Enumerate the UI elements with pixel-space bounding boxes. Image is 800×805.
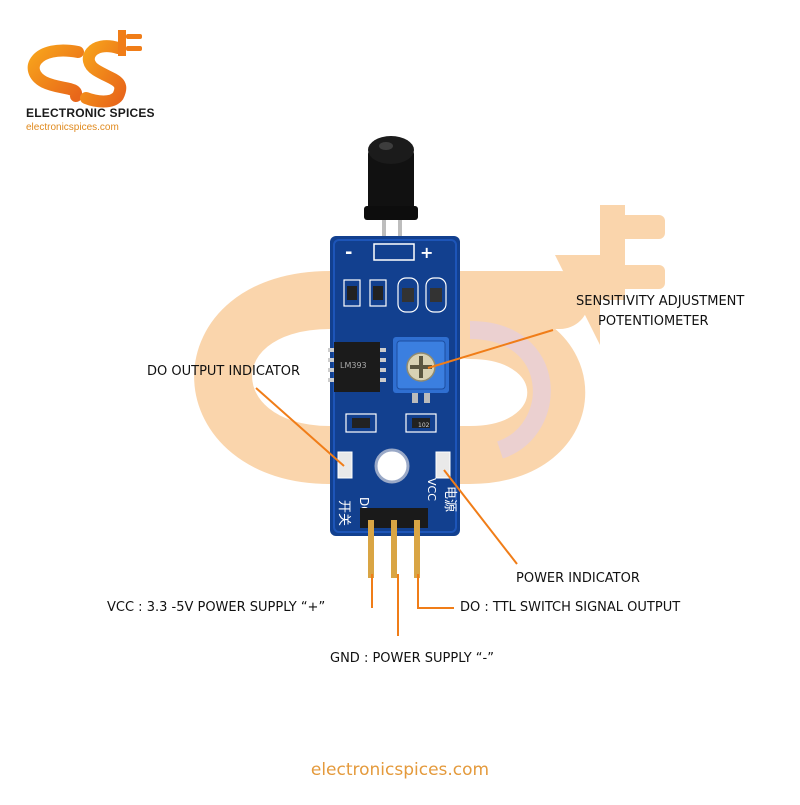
brand-name: ELECTRONIC SPICES bbox=[26, 106, 155, 120]
do-callout-line bbox=[417, 574, 454, 609]
power-indicator-label: POWER INDICATOR bbox=[516, 571, 640, 586]
switch-chinese-label: 开关 bbox=[336, 500, 351, 526]
do-indicator-callout-line bbox=[255, 387, 345, 467]
vcc-silk-label: VCC bbox=[425, 478, 438, 501]
do-output-indicator-label: DO OUTPUT INDICATOR bbox=[147, 364, 301, 379]
middle-resistors: 102 bbox=[345, 413, 437, 433]
power-indicator-callout-line bbox=[443, 469, 518, 565]
power-led bbox=[435, 451, 451, 479]
gnd-pin-label: GND : POWER SUPPLY “-” bbox=[330, 651, 494, 666]
brand-url: electronicspices.com bbox=[26, 122, 119, 133]
mounting-hole bbox=[374, 448, 410, 484]
comparator-chip: LM393 bbox=[328, 342, 386, 392]
sensitivity-label-line2: POTENTIOMETER bbox=[598, 314, 709, 329]
minus-mark: - bbox=[345, 242, 352, 263]
vcc-pin-label: VCC : 3.3 -5V POWER SUPPLY “+” bbox=[107, 600, 326, 615]
smd-resistors bbox=[343, 277, 447, 313]
chip-label: LM393 bbox=[340, 361, 367, 370]
brand-logo: ES bbox=[27, 30, 142, 108]
watermark-logo bbox=[194, 205, 665, 484]
do-pin-label: DO : TTL SWITCH SIGNAL OUTPUT bbox=[460, 600, 681, 615]
potentiometer bbox=[393, 337, 449, 403]
sensitivity-callout-line bbox=[427, 329, 554, 369]
plus-mark: + bbox=[420, 243, 433, 262]
do-output-led bbox=[337, 451, 353, 479]
footer-url: electronicspices.com bbox=[310, 760, 490, 780]
callout-lines bbox=[255, 329, 554, 636]
ir-receiver-led bbox=[364, 136, 418, 252]
resistor-code: 102 bbox=[418, 422, 430, 429]
sensitivity-label-line1: SENSITIVITY ADJUSTMENT bbox=[576, 294, 745, 309]
power-chinese-label: 电源 bbox=[442, 486, 457, 512]
pin-header bbox=[360, 508, 428, 578]
flame-sensor-module: - + bbox=[328, 136, 460, 578]
